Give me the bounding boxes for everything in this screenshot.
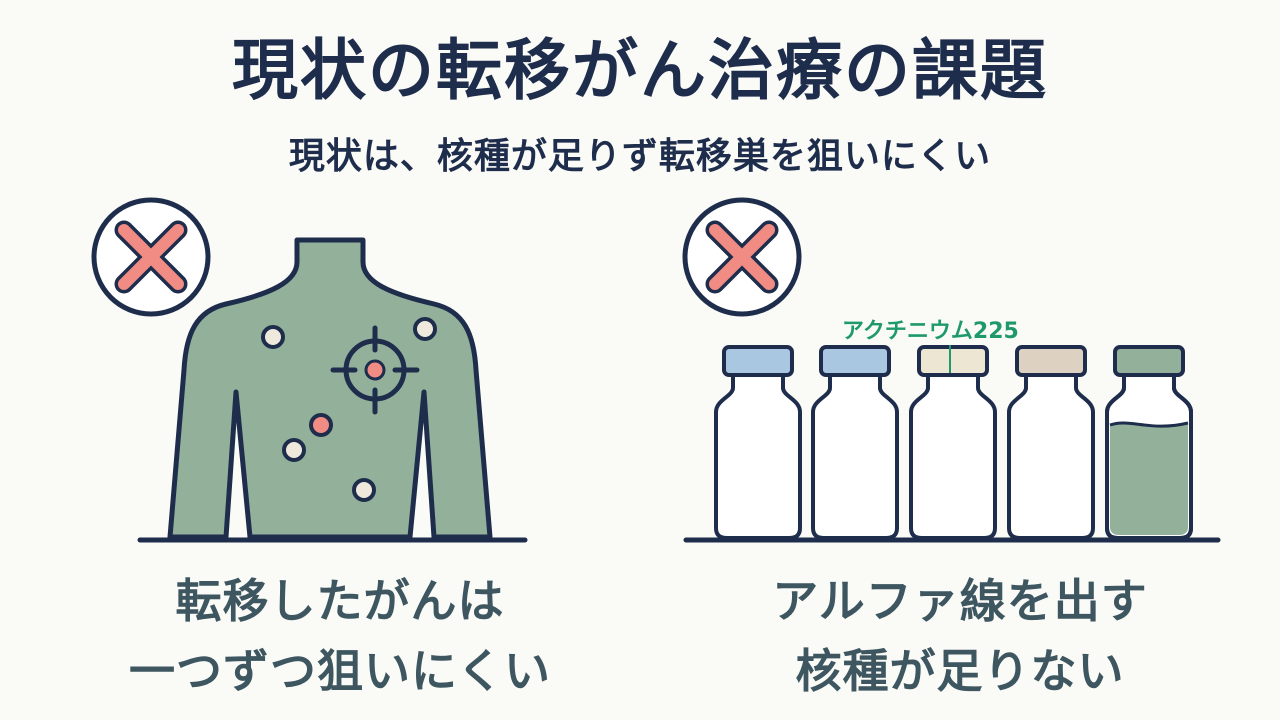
cross-mark-icon [91, 197, 211, 317]
right-illustration: アクチニウム225 [682, 197, 1221, 543]
left-caption-line2: 一つずつ狙いにくい [128, 644, 552, 698]
vial-1 [714, 345, 802, 540]
left-illustration [91, 197, 528, 543]
torso-figure [167, 237, 493, 540]
vial-3 [909, 345, 997, 540]
actinium-label: アクチニウム225 [842, 319, 1019, 344]
vial-4 [1007, 345, 1095, 540]
left-caption-line1: 転移したがんは [175, 574, 505, 628]
right-caption-line2: 核種が足りない [795, 644, 1125, 698]
right-caption: アルファ線を出す 核種が足りない [700, 566, 1220, 706]
vial-5 [1105, 345, 1193, 540]
left-caption: 転移したがんは 一つずつ狙いにくい [90, 566, 590, 706]
crosshair-icon [330, 325, 420, 415]
page-title: 現状の転移がん治療の課題 [232, 32, 1048, 109]
tumor-dots [261, 317, 437, 502]
page-subtitle: 現状は、核種が足りず転移巣を狙いにくい [288, 136, 992, 177]
vial-2 [811, 345, 899, 540]
right-caption-line1: アルファ線を出す [772, 574, 1148, 628]
cross-mark-icon [682, 197, 802, 317]
